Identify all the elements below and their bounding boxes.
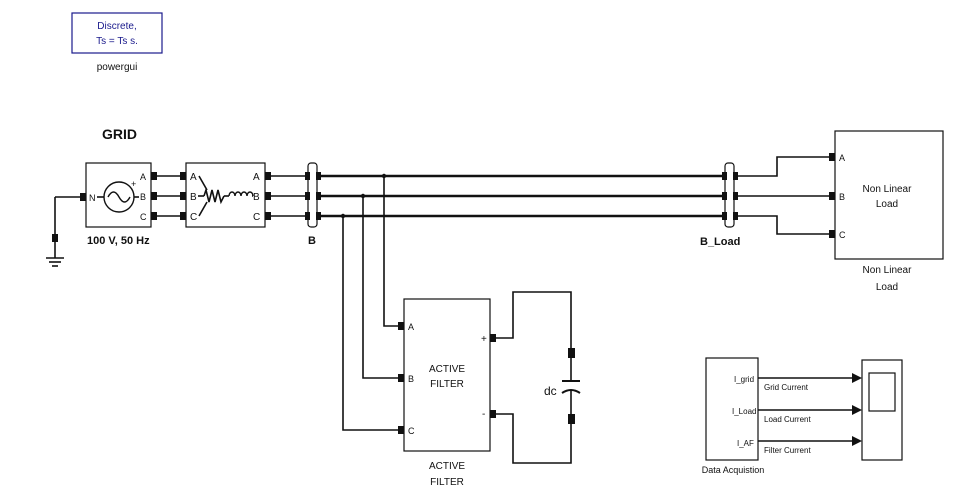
resistor-inductor-icon <box>198 175 254 217</box>
signal-load-current: Load Current <box>764 415 811 424</box>
ground-symbol[interactable] <box>46 197 64 267</box>
powergui-caption: powergui <box>97 62 138 73</box>
nonlinear-load-block[interactable]: A B C Non Linear Load <box>829 130 944 260</box>
imp-out-a: A <box>253 172 260 183</box>
active-filter-block[interactable]: A B C + - ACTIVE FILTER <box>398 298 496 452</box>
af-port-plus: + <box>481 334 487 345</box>
source-port-c: C <box>140 212 147 222</box>
signal-filter-current: Filter Current <box>764 446 811 455</box>
imp-in-c: C <box>190 212 197 223</box>
af-port-c: C <box>408 426 415 436</box>
source-port-b: B <box>140 192 146 202</box>
load-title-2: Load <box>876 199 898 210</box>
source-port-n: N <box>89 193 96 203</box>
daq-port-iload: I_Load <box>732 407 756 416</box>
scope-screen-icon <box>868 372 896 412</box>
grid-title: GRID <box>102 126 137 142</box>
af-port-b: B <box>408 374 414 384</box>
af-port-minus: - <box>482 409 485 420</box>
af-caption-2: FILTER <box>430 477 464 488</box>
bus-b-block[interactable] <box>305 162 321 228</box>
scope-block[interactable] <box>861 359 903 461</box>
imp-in-a: A <box>190 172 197 183</box>
source-port-a: A <box>140 172 146 182</box>
rl-impedance-block[interactable]: A B C A B C <box>180 162 271 228</box>
ac-source-block[interactable]: N + A B C <box>80 162 157 228</box>
load-port-a: A <box>839 153 845 163</box>
imp-out-b: B <box>253 192 260 203</box>
load-port-c: C <box>839 230 846 240</box>
load-caption-2: Load <box>876 282 898 293</box>
imp-out-c: C <box>253 212 260 223</box>
powergui-line2: Ts = Ts s. <box>96 36 138 47</box>
dc-label: dc <box>544 384 557 398</box>
bus-b-label: B <box>308 235 316 247</box>
data-acquisition-block[interactable]: I_grid I_Load I_AF <box>705 357 759 461</box>
dc-capacitor[interactable] <box>561 348 581 424</box>
load-title-1: Non Linear <box>863 184 913 195</box>
load-caption-1: Non Linear <box>863 265 913 276</box>
af-title-1: ACTIVE <box>429 364 465 375</box>
svg-text:+: + <box>131 179 136 189</box>
daq-port-igrid: I_grid <box>734 375 754 384</box>
powergui-block[interactable]: Discrete, Ts = Ts s. <box>71 12 163 54</box>
powergui-line1: Discrete, <box>97 21 136 32</box>
daq-port-iaf: I_AF <box>737 439 754 448</box>
af-title-2: FILTER <box>430 379 464 390</box>
source-label: 100 V, 50 Hz <box>87 235 150 247</box>
bus-load-block[interactable] <box>722 162 738 228</box>
load-port-b: B <box>839 192 845 202</box>
af-caption-1: ACTIVE <box>429 461 465 472</box>
imp-in-b: B <box>190 192 197 203</box>
daq-caption: Data Acquistion <box>702 465 765 475</box>
bus-load-label: B_Load <box>700 236 740 248</box>
af-port-a: A <box>408 322 414 332</box>
signal-grid-current: Grid Current <box>764 383 809 392</box>
